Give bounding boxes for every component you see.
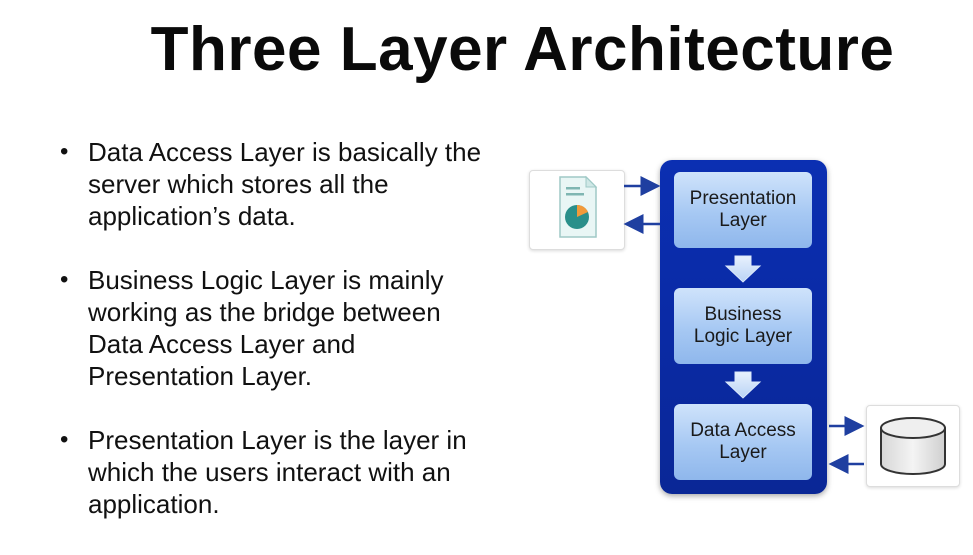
database-box: [866, 405, 960, 487]
layer-stack: Presentation Layer Business Logic Layer …: [660, 160, 827, 494]
data-access-layer-label: Data Access Layer: [690, 420, 796, 463]
down-arrow-2: [724, 371, 762, 399]
bullet-list: Data Access Layer is basically the serve…: [60, 136, 500, 552]
business-logic-layer-box: Business Logic Layer: [674, 288, 812, 364]
bullet-business-logic: Business Logic Layer is mainly working a…: [60, 264, 500, 392]
bullet-data-access: Data Access Layer is basically the serve…: [60, 136, 500, 232]
client-document-box: [529, 170, 625, 250]
presentation-layer-label: Presentation Layer: [689, 188, 797, 231]
bullet-presentation: Presentation Layer is the layer in which…: [60, 424, 500, 520]
down-arrow-1: [724, 255, 762, 283]
page-title: Three Layer Architecture: [150, 15, 895, 84]
business-logic-layer-label: Business Logic Layer: [693, 304, 793, 347]
data-access-layer-box: Data Access Layer: [674, 404, 812, 480]
database-icon: [880, 417, 946, 475]
document-chart-icon: [559, 175, 598, 238]
presentation-layer-box: Presentation Layer: [674, 172, 812, 248]
